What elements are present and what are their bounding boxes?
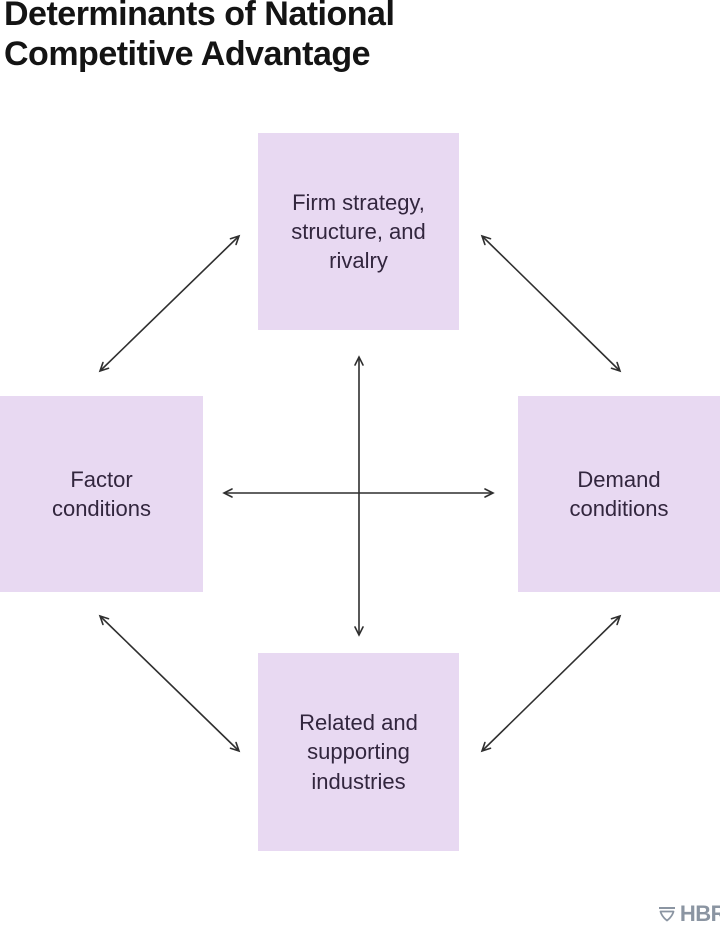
node-factor-conditions: Factor conditions (0, 396, 203, 592)
node-label: Demand conditions (569, 466, 669, 521)
arrow-top-to-right (480, 234, 622, 373)
node-label: Factor conditions (51, 466, 152, 521)
node-firm-strategy-structure-rivalry: Firm strategy, structure, and rivalry (258, 133, 459, 330)
hbr-shield-icon (658, 907, 675, 922)
node-label: Related and supporting industries (299, 710, 418, 794)
node-label: Firm strategy, structure, and rivalry (291, 189, 426, 274)
node-demand-conditions: Demand conditions (518, 396, 720, 592)
arrow-top-to-left (98, 234, 241, 373)
page-title: Determinants of National Competitive Adv… (4, 0, 395, 73)
hbr-logo: HBR (657, 901, 720, 927)
hbr-logo-text: HBR (679, 901, 720, 926)
node-related-supporting-industries: Related and supporting industries (258, 653, 459, 851)
arrow-right-to-bottom (480, 614, 622, 753)
arrow-left-to-bottom (98, 614, 241, 753)
